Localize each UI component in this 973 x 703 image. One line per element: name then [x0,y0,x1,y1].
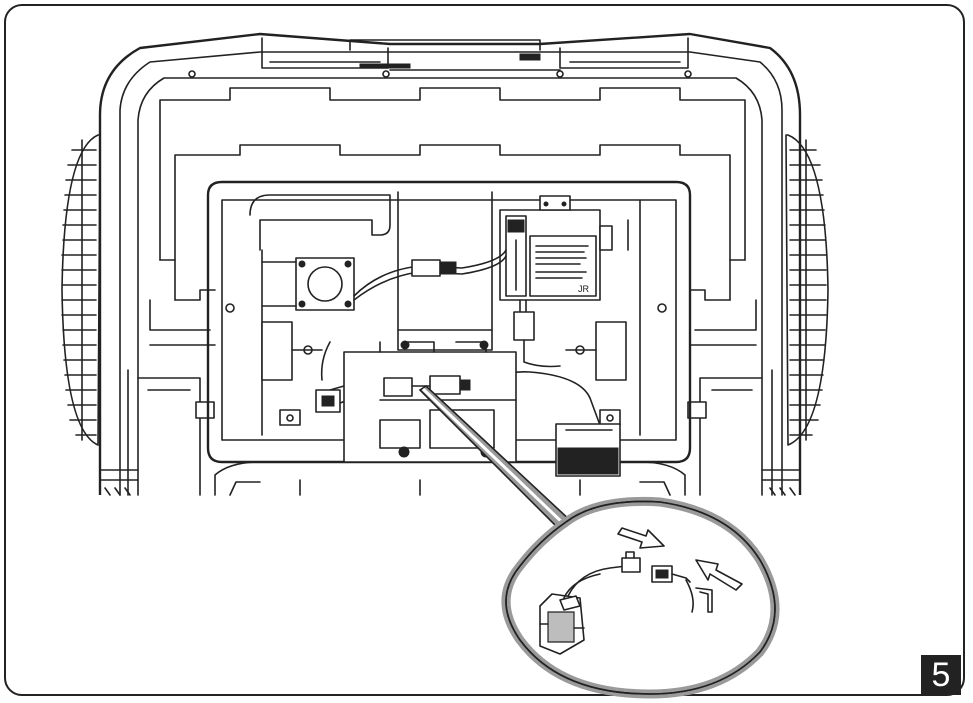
figure-frame [4,4,965,696]
vehicle-body [98,32,802,496]
connector-detail [539,527,743,655]
left-tire [61,134,101,446]
right-tire [785,134,829,446]
control-module: JR [499,195,613,301]
arrow-right-icon [617,527,665,549]
battery-pack [315,340,621,477]
battery-compartment [206,180,692,464]
step-number-badge: 5 [921,655,961,695]
detail-callout [501,496,780,699]
module-logo: JR [578,284,590,294]
arrow-left-icon [695,559,743,591]
